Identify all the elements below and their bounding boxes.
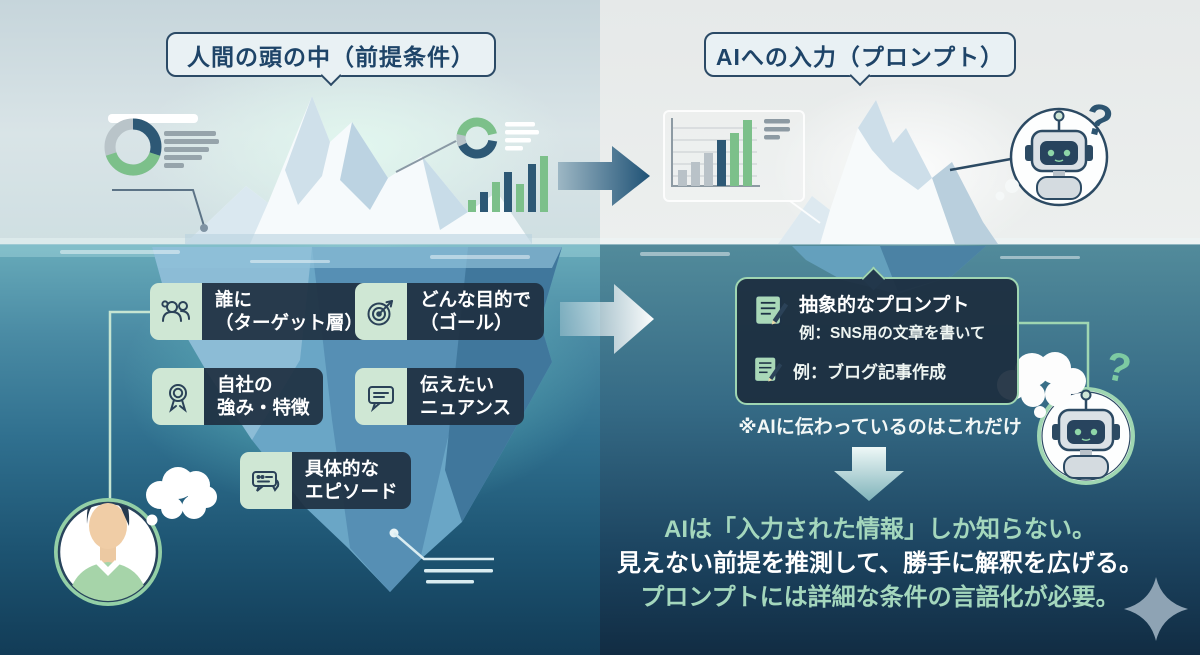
arrow-down — [834, 447, 904, 501]
ai-note-text: ※AIに伝わっているのはこれだけ — [738, 417, 1022, 438]
scroll-pencil-icon — [753, 356, 783, 383]
prompt-box: 抽象的なプロンプト 例：SNS用の文章を書いて 例：ブログ記事作成 — [735, 277, 1019, 405]
conclusion-line-2: 見えない前提を推測して、勝手に解釈を広げる。 — [616, 550, 1144, 577]
tag-line: 強み・特徴 — [217, 396, 310, 418]
target-icon — [355, 283, 407, 340]
robot-icon-top — [1009, 107, 1109, 207]
waterline — [0, 238, 1200, 245]
prompt-item-example: 例：ブログ記事作成 — [793, 362, 946, 382]
prompt-item-1: 抽象的なプロンプト 例：SNS用の文章を書いて — [749, 290, 1005, 343]
tag-goal: どんな目的で （ゴール） — [355, 283, 545, 340]
tag-line: 誰に — [215, 288, 253, 310]
tag-episode: 具体的な エピソード — [240, 452, 411, 509]
left-panel-title: 人間の頭の中（前提条件） — [166, 32, 496, 77]
bar-chart-icon — [468, 156, 548, 212]
donut-bar-chart-icon — [395, 117, 548, 212]
sparkle-icon — [1124, 577, 1188, 641]
tag-line: エピソード — [305, 480, 398, 502]
callout-lines — [389, 528, 494, 584]
thought-bubble-person — [139, 467, 217, 532]
arrow-right-bottom — [560, 284, 654, 354]
prompt-item-2: 例：ブログ記事作成 — [749, 352, 1005, 388]
conclusion-line-1: AIは「入力された情報」しか知らない。 — [664, 516, 1096, 543]
tag-strengths: 自社の 強み・特徴 — [152, 368, 323, 425]
right-title-text: AIへの入力（プロンプト） — [715, 43, 1005, 70]
tag-line: 具体的な — [305, 457, 380, 479]
iceberg-right-above — [778, 100, 998, 244]
iceberg-left-above — [185, 96, 532, 244]
tag-line: 伝えたい — [420, 373, 495, 395]
tag-line: 自社の — [217, 373, 273, 395]
arrow-right-top — [558, 146, 650, 206]
tag-line: （ゴール） — [420, 311, 513, 333]
tag-line: どんな目的で — [420, 288, 532, 310]
robot-icon-bottom — [1037, 387, 1135, 485]
person-avatar — [54, 498, 162, 606]
connector-person-line — [108, 310, 152, 500]
tag-line: （ターゲット層） — [215, 311, 364, 333]
connector-top-robot-line — [949, 157, 1012, 172]
people-icon — [150, 283, 202, 340]
prompt-item-example: 例：SNS用の文章を書いて — [799, 325, 986, 342]
donut-chart-icon — [104, 114, 219, 232]
connector-robot-line — [1016, 321, 1090, 389]
conclusion-block: AIは「入力された情報」しか知らない。 見えない前提を推測して、勝手に解釈を広げ… — [600, 513, 1160, 615]
left-title-text: 人間の頭の中（前提条件） — [187, 43, 475, 70]
scroll-pencil-icon — [754, 294, 789, 326]
conclusion-line-3: プロンプトには詳細な条件の言語化が必要。 — [640, 584, 1120, 611]
tag-nuance: 伝えたい ニュアンス — [355, 368, 525, 425]
bar-chart-panel — [663, 110, 821, 224]
award-icon — [152, 368, 204, 425]
right-panel-title: AIへの入力（プロンプト） — [704, 32, 1016, 77]
episode-chat-icon — [240, 452, 292, 509]
speech-bubble-icon — [355, 368, 407, 425]
water-streaks — [60, 250, 1080, 263]
tag-line: ニュアンス — [420, 396, 512, 418]
thought-dots-top-robot — [995, 179, 1019, 201]
prompt-item-title: 抽象的なプロンプト — [799, 295, 970, 316]
tag-target-audience: 誰に （ターゲット層） — [150, 283, 377, 340]
